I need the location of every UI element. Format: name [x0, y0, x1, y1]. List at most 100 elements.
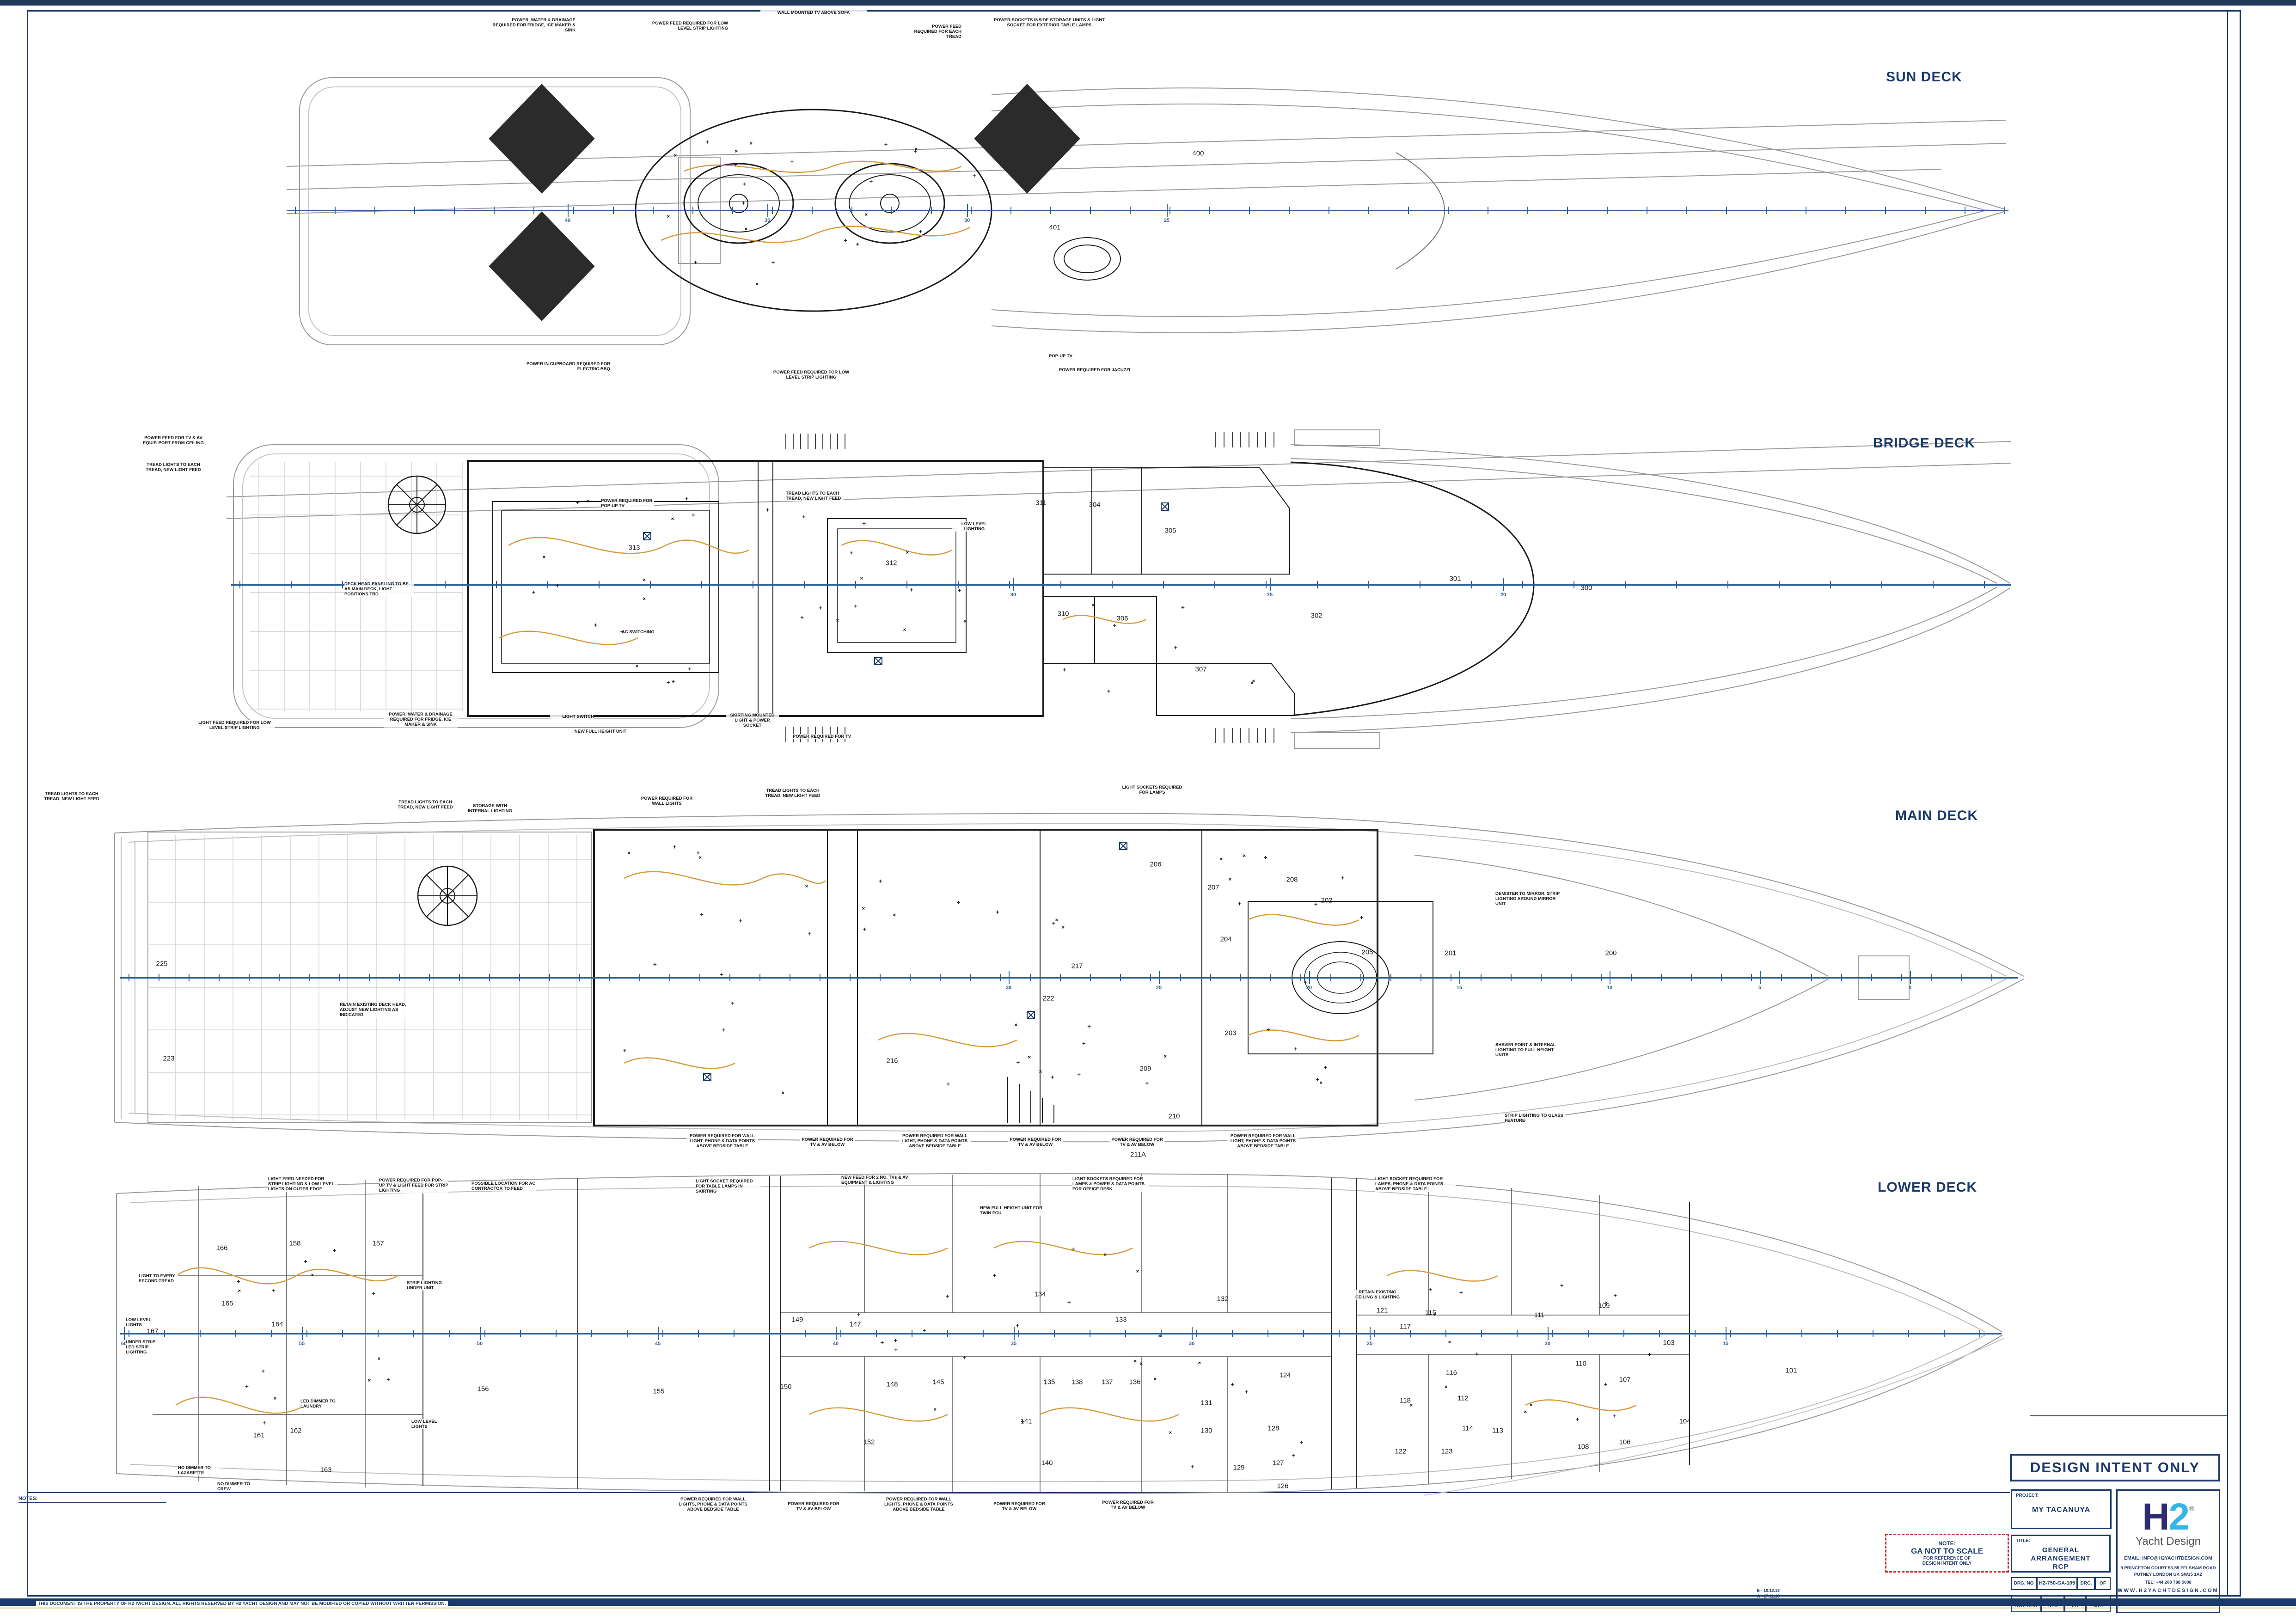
ceiling-light-mark: +	[1263, 854, 1267, 861]
frame-tick	[1881, 581, 1882, 588]
frame-number: 30	[1005, 985, 1012, 991]
ceiling-light-mark: +	[1613, 1412, 1616, 1420]
frame-number: 25	[1163, 218, 1170, 223]
deck-title-bridge: BRIDGE DECK	[1873, 435, 1976, 451]
frame-tick	[1010, 207, 1011, 214]
ceiling-light-mark: +	[1133, 1267, 1141, 1275]
ceiling-light-mark: +	[1021, 1418, 1025, 1425]
frame-tick	[1933, 581, 1934, 588]
frame-tick	[520, 1330, 521, 1337]
room-label: 132	[1217, 1295, 1229, 1303]
frame-number: 20	[1544, 1341, 1551, 1347]
deck-title-sun: SUN DECK	[1886, 69, 1962, 85]
ceiling-light-mark: +	[1294, 1045, 1298, 1053]
frame-tick	[449, 1330, 450, 1337]
ceiling-light-mark: +	[685, 495, 689, 502]
frame-tick	[342, 1330, 343, 1337]
ceiling-light-mark: +	[790, 158, 794, 165]
frame-tick	[1060, 581, 1061, 588]
ceiling-light-mark: +	[972, 172, 976, 179]
ceiling-light-mark: +	[1101, 1251, 1109, 1259]
annotation: POWER FEED FOR TV & AV EQUIP. PORT FROM …	[139, 435, 208, 446]
annotation: LIGHT SOCKETS REQUIRED FOR LAMPS	[1121, 785, 1183, 796]
frame-number: 50	[477, 1341, 483, 1347]
ga-note-box: NOTE: GA NOT TO SCALE FOR REFERENCE OF D…	[1885, 1534, 2009, 1573]
ceiling-light-mark: +	[1077, 1071, 1081, 1078]
annotation: POWER REQUIRED FOR JACUZZI	[1029, 367, 1130, 373]
frame-tick	[851, 207, 852, 214]
frame-tick	[454, 207, 455, 214]
annotation: LIGHT SOCKETS REQUIRED FOR LAMPS & POWER…	[1072, 1176, 1149, 1192]
frame-tick	[494, 207, 495, 214]
room-label: 129	[1233, 1463, 1245, 1472]
av-equipment-markers	[703, 842, 1127, 1081]
room-label: 305	[1164, 526, 1176, 535]
room-label: 118	[1400, 1396, 1411, 1405]
ceiling-light-mark: +	[963, 1354, 967, 1361]
ceiling-light-mark: +	[532, 588, 536, 596]
frame-number: 15	[1722, 1341, 1729, 1347]
frame-tick	[414, 207, 415, 214]
centerline-main	[120, 977, 2018, 979]
bridge-deck-drawing	[226, 429, 2011, 749]
room-label: 161	[253, 1431, 265, 1439]
ceiling-light-mark: +	[800, 614, 804, 621]
annotation: STRIP LIGHTING TO GLASS FEATURE	[1505, 1113, 1565, 1124]
room-label: 112	[1457, 1394, 1469, 1402]
logo-h: H	[2142, 1496, 2169, 1538]
ceiling-light-mark: +	[691, 511, 695, 519]
frame-tick-major	[1760, 971, 1761, 984]
ceiling-light-mark: +	[807, 930, 811, 937]
ceiling-light-mark: +	[1016, 1059, 1020, 1066]
ceiling-light-mark: +	[1059, 924, 1067, 931]
ceiling-light-mark: +	[272, 1287, 276, 1294]
ceiling-light-mark: +	[1051, 919, 1055, 927]
frame-tick	[1161, 1330, 1162, 1337]
frame-tick	[1030, 974, 1031, 981]
frame-tick	[309, 974, 310, 981]
bottom-border-bar	[0, 1598, 2296, 1606]
ceiling-light-mark: +	[666, 679, 670, 686]
ceiling-light-mark: +	[819, 604, 822, 612]
room-label: 158	[289, 1239, 301, 1248]
annotation: LIGHT FEED REQUIRED FOR LOW LEVEL STRIP …	[194, 720, 275, 731]
room-label: 155	[653, 1387, 665, 1396]
frame-tick	[1517, 1330, 1518, 1337]
frame-number: 25	[1267, 592, 1273, 598]
ceiling-light-mark: +	[673, 843, 676, 851]
frame-tick-major	[124, 1327, 125, 1340]
ceiling-light-mark: +	[372, 1290, 376, 1297]
frame-tick	[1339, 1330, 1340, 1337]
frame-tick	[459, 974, 460, 981]
frame-number: 45	[655, 1341, 661, 1347]
frame-tick	[970, 974, 971, 981]
deck-title-lower: LOWER DECK	[1878, 1180, 1977, 1195]
frame-tick	[769, 1330, 770, 1337]
ceiling-light-mark: +	[880, 1339, 884, 1346]
frame-tick	[549, 974, 550, 981]
ceiling-light-mark: +	[1604, 1381, 1608, 1388]
frame-tick	[1567, 207, 1568, 214]
room-label: 223	[163, 1054, 175, 1063]
room-label: 108	[1577, 1443, 1589, 1451]
legend-bottom-line	[2030, 1415, 2227, 1416]
room-label: 400	[1192, 149, 1204, 158]
ceiling-light-mark: +	[1316, 1076, 1320, 1083]
ceiling-light-mark: +	[1082, 1040, 1086, 1047]
frame-tick	[1471, 581, 1472, 588]
frame-number: 15	[1456, 985, 1463, 991]
frame-tick	[1979, 1330, 1980, 1337]
annotation: NEW FULL HEIGHT UNIT FOR TWIN FCU	[980, 1206, 1045, 1216]
ceiling-light-mark: +	[672, 151, 680, 159]
umbrella-icons	[489, 84, 1080, 321]
frame-tick	[1811, 974, 1812, 981]
room-label: 135	[1043, 1378, 1055, 1386]
frame-tick	[1303, 1330, 1304, 1337]
room-label: 306	[1116, 614, 1128, 623]
room-label: 162	[290, 1426, 302, 1435]
ceiling-light-mark: +	[1063, 666, 1067, 673]
ceiling-light-mark: +	[620, 628, 624, 635]
scale-label: SCALE:	[2044, 1598, 2062, 1603]
room-label: 116	[1446, 1369, 1457, 1377]
ceiling-light-mark: +	[640, 575, 648, 583]
